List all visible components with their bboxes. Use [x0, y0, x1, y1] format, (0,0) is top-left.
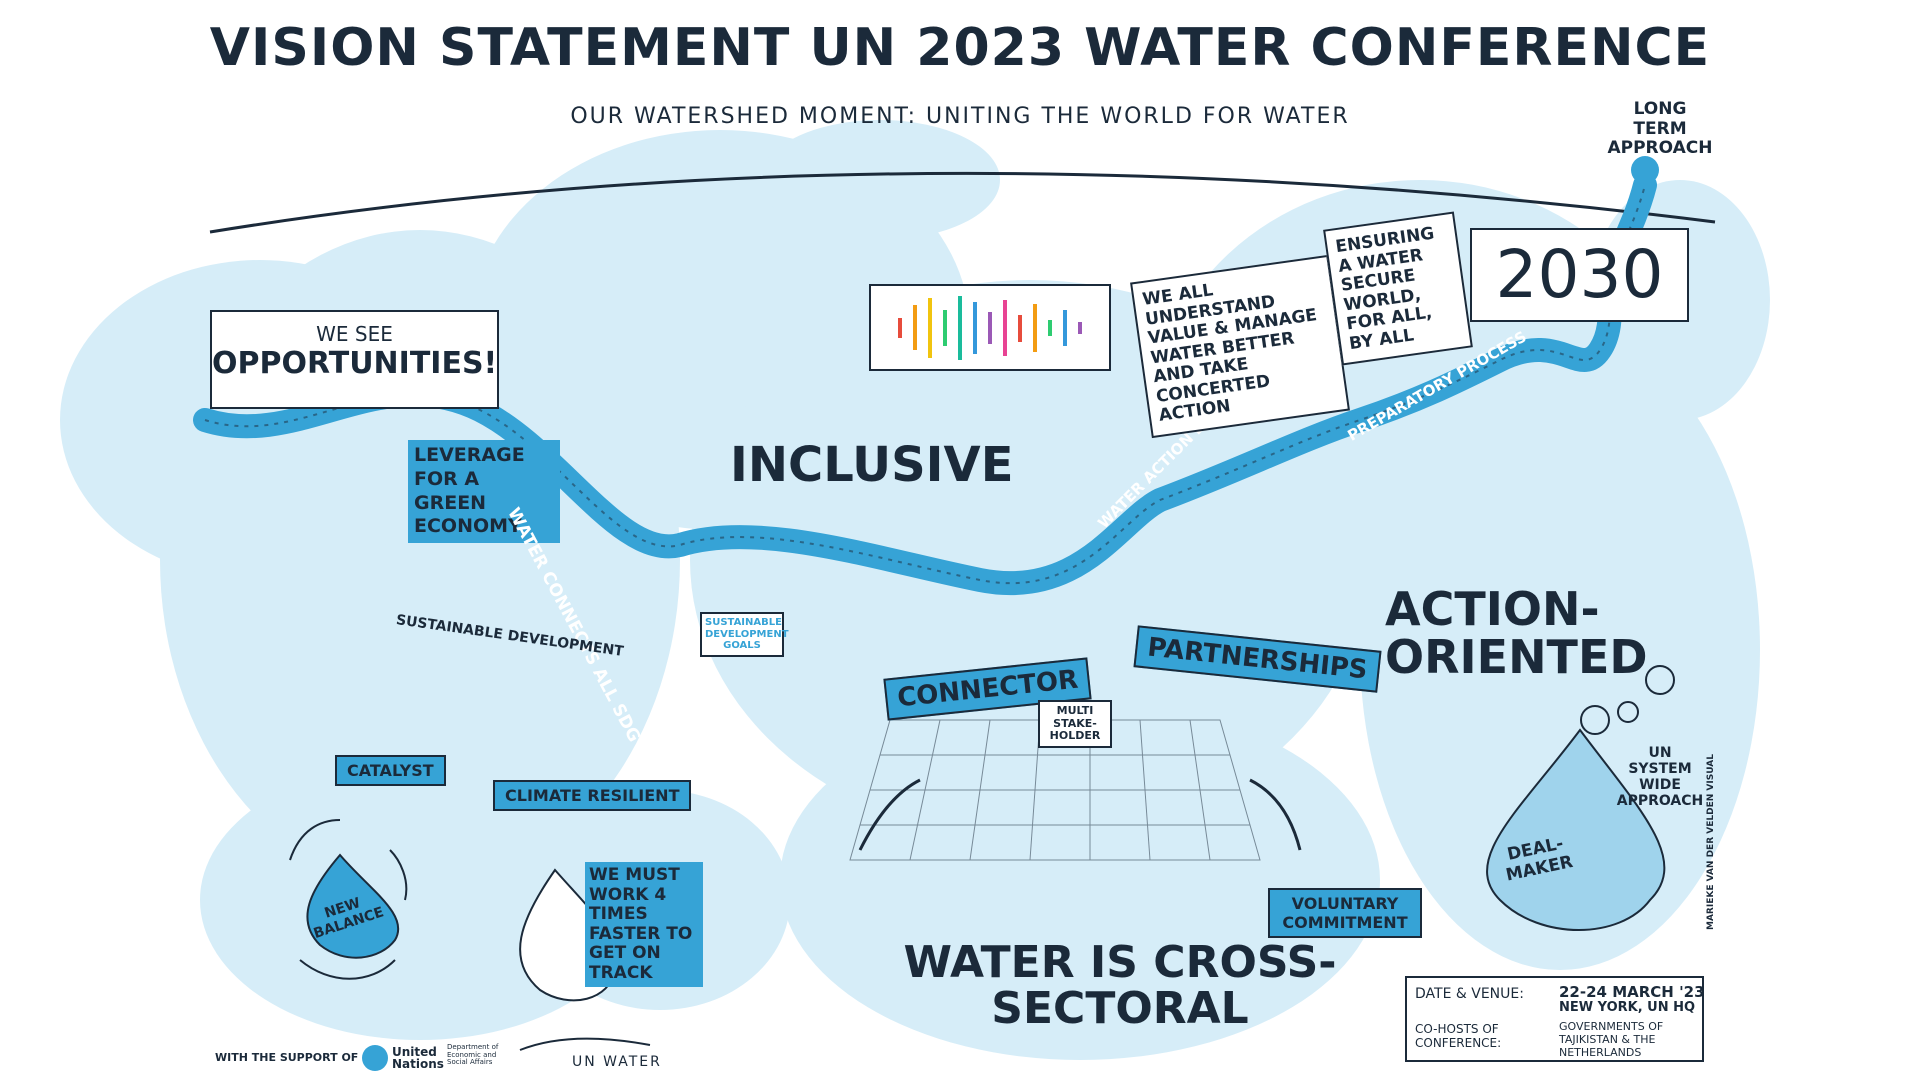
drop-icon: [1486, 728, 1666, 931]
inclusive-label: INCLUSIVE: [730, 437, 1014, 493]
place-value: NEW YORK, UN HQ: [1559, 1000, 1696, 1015]
catalyst-label: CATALYST: [335, 755, 446, 786]
horizon-line: [209, 171, 1716, 234]
splash-icon: [1631, 156, 1659, 184]
un-emblem-icon: [362, 1045, 388, 1071]
arrow-left-icon: [858, 778, 921, 851]
cohosts-label: CO-HOSTS OF CONFERENCE:: [1415, 1022, 1502, 1050]
un-name-label: United Nations: [392, 1045, 444, 1071]
cohosts-value: GOVERNMENTS OF TAJIKISTAN & THE NETHERLA…: [1559, 1020, 1664, 1059]
cycle-arrow-icon: [289, 819, 341, 861]
leverage-label: LEVERAGE FOR A GREEN ECONOMY: [408, 440, 560, 543]
ensuring-sign: ENSURING A WATER SECURE WORLD, FOR ALL, …: [1323, 211, 1473, 366]
soundwave-icon: [898, 296, 1082, 360]
un-water-label: UN WATER: [572, 1054, 662, 1070]
venue-box: DATE & VENUE: 22-24 MARCH '23 NEW YORK, …: [1405, 976, 1705, 1062]
multi-stakeholder-sign: MULTI STAKE- HOLDER: [1038, 700, 1112, 748]
date-venue-label: DATE & VENUE:: [1415, 986, 1524, 1002]
we-see-label: WE SEE: [316, 322, 393, 346]
arrow-right-icon: [1249, 778, 1302, 851]
we-must-label: WE MUST WORK 4 TIMES FASTER TO GET ON TR…: [585, 862, 703, 988]
opportunities-label: OPPORTUNITIES!: [212, 346, 498, 381]
page-subtitle: OUR WATERSHED MOMENT: UNITING THE WORLD …: [570, 104, 1350, 129]
desa-label: Department of Economic and Social Affair…: [447, 1043, 499, 1067]
gear-icon: [1580, 665, 1675, 735]
opportunities-bubble: WE SEE OPPORTUNITIES!: [210, 310, 499, 409]
voluntary-commitment-label: VOLUNTARY COMMITMENT: [1268, 888, 1422, 938]
action-oriented-label: ACTION- ORIENTED: [1385, 582, 1648, 685]
date-value: 22-24 MARCH '23: [1559, 983, 1705, 1001]
page-title: VISION STATEMENT UN 2023 WATER CONFERENC…: [209, 18, 1711, 78]
year-box: 2030: [1470, 228, 1689, 322]
year-label: 2030: [1495, 236, 1664, 313]
new-balance-drop-icon: [306, 853, 400, 959]
sdg-badge: SUSTAINABLE DEVELOPMENT GOALS: [700, 612, 789, 657]
understand-sign: WE ALL UNDERSTAND VALUE & MANAGE WATER B…: [1130, 254, 1350, 438]
river-path: [193, 173, 1657, 596]
artist-signature: MARIEKE VAN DER VELDEN VISUAL: [1706, 754, 1716, 930]
cross-sectoral-label: WATER IS CROSS-SECTORAL: [903, 937, 1337, 1035]
long-term-approach-label: LONG TERM APPROACH: [1607, 99, 1713, 159]
climate-resilient-label: CLIMATE RESILIENT: [493, 780, 692, 811]
un-system-label: UN SYSTEM WIDE APPROACH: [1616, 745, 1704, 810]
un-water-logo-icon: [519, 1037, 651, 1051]
support-label: WITH THE SUPPORT OF: [215, 1051, 359, 1064]
